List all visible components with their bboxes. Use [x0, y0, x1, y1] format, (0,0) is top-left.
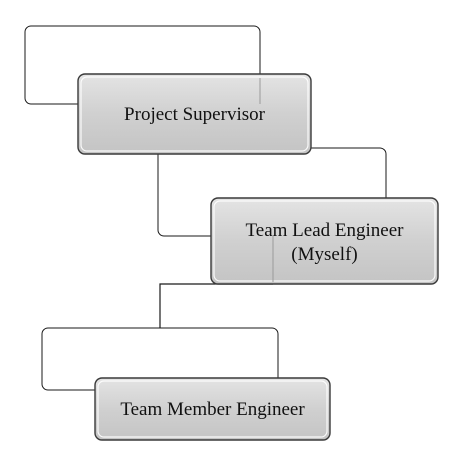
node-label-team-lead-line-1: Team Lead Engineer	[246, 220, 405, 241]
supervisor-box-highlight	[80, 76, 309, 152]
node-label-team-member-engineer: Team Member Engineer	[120, 399, 305, 420]
team-member-box-highlight	[97, 380, 328, 438]
team-member-box	[94, 377, 331, 441]
team-lead-box	[210, 197, 439, 285]
connector-lead-to-member	[159, 283, 273, 328]
node-team-lead-engineer: Team Lead Engineer (Myself)	[210, 197, 439, 285]
node-label-team-lead-line-2: (Myself)	[291, 244, 357, 265]
node-label-project-supervisor: Project Supervisor	[124, 104, 266, 125]
node-team-member-engineer: Team Member Engineer	[94, 377, 331, 441]
supervisor-box	[77, 73, 312, 155]
team-lead-box-highlight	[213, 200, 436, 282]
node-project-supervisor: Project Supervisor	[77, 73, 312, 155]
